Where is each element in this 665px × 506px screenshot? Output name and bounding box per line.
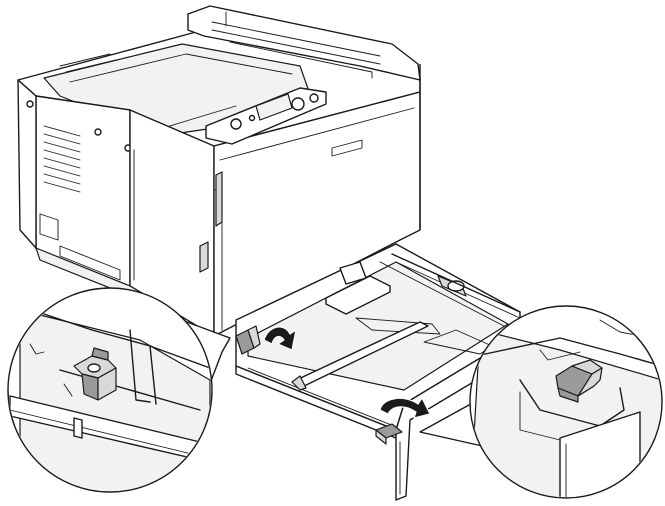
rear-paper-guide <box>325 275 391 315</box>
cassette-floor <box>247 261 509 391</box>
left-curved-arrow <box>263 326 297 351</box>
right-zoom-callout <box>419 305 663 499</box>
right-curved-arrow <box>379 397 431 419</box>
left-cassette-latch <box>235 325 261 355</box>
front-cover-release <box>215 171 223 227</box>
left-vent <box>43 125 81 193</box>
front-cover-latch <box>331 139 363 157</box>
screw <box>94 128 102 136</box>
button-round <box>230 118 242 130</box>
right-paper-guide-latch <box>555 359 603 403</box>
indicator-light <box>248 114 256 122</box>
paper-cassette <box>235 243 521 501</box>
left-paper-guide-latch <box>73 347 117 401</box>
feed-roller <box>391 253 521 313</box>
printer-front-panel <box>213 91 421 337</box>
printer-body <box>17 5 421 347</box>
lcd-display <box>255 93 293 121</box>
power-switch <box>199 241 209 273</box>
button-ok <box>309 93 319 103</box>
control-panel <box>205 87 327 145</box>
screw <box>26 100 34 108</box>
right-cassette-latch <box>375 423 403 445</box>
button-navigation <box>291 97 305 111</box>
